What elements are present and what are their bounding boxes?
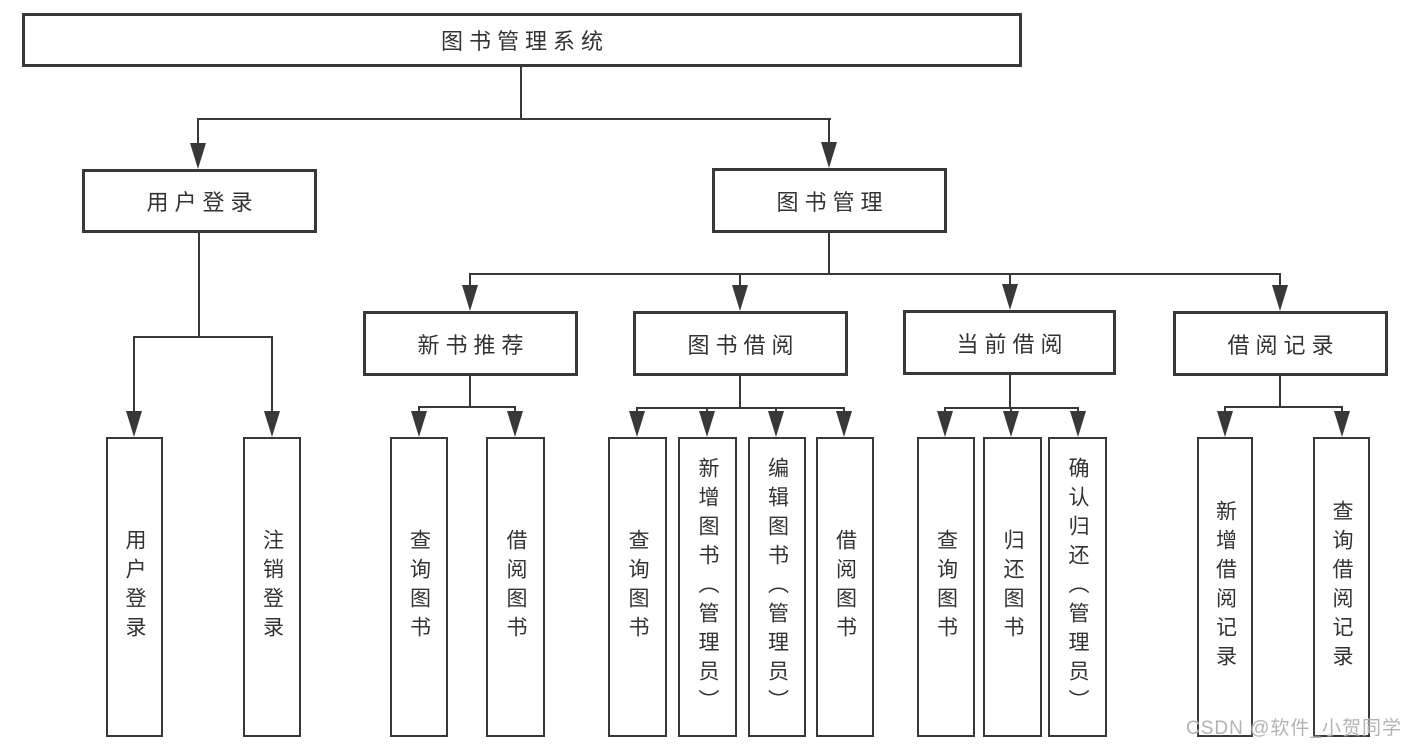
arrow-to-new-book xyxy=(462,285,478,311)
connector-root-branch xyxy=(198,118,831,120)
arrow-to-current-borrowing xyxy=(1002,284,1018,310)
arrow-br-leaf1 xyxy=(1217,411,1233,437)
connector-book-management-stem xyxy=(828,233,830,274)
arrow-nb-leaf2 xyxy=(507,411,523,437)
connector-to-borrowing-records xyxy=(1279,273,1281,287)
connector-bb-leaf2 xyxy=(706,407,708,413)
connector-cb-leaf1 xyxy=(944,407,946,413)
arrow-to-book-borrowing xyxy=(732,285,748,311)
leaf-borrow-books-label: 借阅图书 xyxy=(833,529,857,645)
arrow-to-user-login xyxy=(190,143,206,169)
leaf-borrow-books: 借阅图书 xyxy=(816,437,874,737)
connector-borrowing-records-stem xyxy=(1279,376,1281,407)
leaf-add-borrow-record-label: 新增借阅记录 xyxy=(1213,500,1237,674)
node-current-borrowing: 当前借阅 xyxy=(903,310,1116,375)
connector-new-book-stem xyxy=(469,376,471,407)
arrow-bb-leaf2 xyxy=(699,411,715,437)
leaf-user-login-label: 用户登录 xyxy=(123,529,146,645)
arrow-br-leaf2 xyxy=(1334,411,1350,437)
leaf-edit-books-admin: 编辑图书（管理员） xyxy=(748,437,806,737)
leaf-query-borrow-record: 查询借阅记录 xyxy=(1313,437,1370,737)
node-new-book-recommend-label: 新书推荐 xyxy=(417,332,530,358)
leaf-borrow-books-recommend-label: 借阅图书 xyxy=(504,529,527,645)
arrow-to-leaf-logout xyxy=(264,411,280,437)
leaf-query-books-recommend: 查询图书 xyxy=(390,437,448,737)
connector-bb-leaf3 xyxy=(775,407,777,413)
node-borrowing-records-label: 借阅记录 xyxy=(1227,332,1340,358)
leaf-logout-label: 注销登录 xyxy=(260,529,284,645)
node-library-system-label: 图书管理系统 xyxy=(440,29,609,54)
connector-br-leaf2 xyxy=(1341,406,1343,413)
connector-to-current-borrowing xyxy=(1009,273,1011,286)
leaf-add-borrow-record: 新增借阅记录 xyxy=(1197,437,1253,737)
connector-cb-leaf2 xyxy=(1010,407,1012,413)
connector-to-leaf-logout xyxy=(271,336,273,413)
leaf-query-books-current-label: 查询图书 xyxy=(934,529,958,645)
leaf-add-books-admin: 新增图书（管理员） xyxy=(678,437,737,737)
leaf-return-books: 归还图书 xyxy=(983,437,1042,737)
leaf-return-books-label: 归还图书 xyxy=(1001,529,1024,645)
connector-bb-leaf4 xyxy=(843,407,845,413)
connector-to-leaf-login xyxy=(133,336,135,413)
arrow-cb-leaf1 xyxy=(937,411,953,437)
node-book-borrowing-label: 图书借阅 xyxy=(687,332,800,358)
node-book-management: 图书管理 xyxy=(712,168,947,233)
connector-nb-leaf2 xyxy=(514,406,516,413)
connector-user-login-branch xyxy=(134,336,273,338)
connector-bb-leaf1 xyxy=(636,407,638,413)
connector-to-book-management xyxy=(828,118,830,144)
arrow-to-leaf-login xyxy=(126,411,142,437)
leaf-confirm-return-admin-label: 确认归还（管理员） xyxy=(1066,456,1089,718)
connector-book-management-branch xyxy=(470,273,1281,275)
node-book-management-label: 图书管理 xyxy=(776,189,889,215)
connector-borrowing-records-branch xyxy=(1225,406,1343,408)
connector-book-borrowing-stem xyxy=(739,376,741,408)
arrow-bb-leaf3 xyxy=(768,411,784,437)
node-user-login-label: 用户登录 xyxy=(146,190,259,215)
arrow-nb-leaf1 xyxy=(411,411,427,437)
leaf-borrow-books-recommend: 借阅图书 xyxy=(486,437,545,737)
connector-to-user-login xyxy=(197,118,199,145)
connector-root-stem xyxy=(520,67,522,119)
leaf-confirm-return-admin: 确认归还（管理员） xyxy=(1048,437,1107,737)
node-borrowing-records: 借阅记录 xyxy=(1173,311,1388,376)
connector-current-borrowing-stem xyxy=(1009,375,1011,408)
leaf-query-books-recommend-label: 查询图书 xyxy=(407,529,431,645)
connector-to-book-borrowing xyxy=(739,273,741,287)
arrow-bb-leaf1 xyxy=(629,411,645,437)
node-book-borrowing: 图书借阅 xyxy=(633,311,848,376)
arrow-to-borrowing-records xyxy=(1272,285,1288,311)
arrow-to-book-management xyxy=(821,142,837,168)
leaf-query-books-current: 查询图书 xyxy=(917,437,975,737)
arrow-cb-leaf2 xyxy=(1003,411,1019,437)
leaf-user-login: 用户登录 xyxy=(106,437,163,737)
connector-user-login-stem xyxy=(198,233,200,337)
node-library-system: 图书管理系统 xyxy=(22,13,1022,67)
leaf-query-borrow-record-label: 查询借阅记录 xyxy=(1330,500,1353,674)
connector-to-new-book xyxy=(469,273,471,287)
leaf-logout: 注销登录 xyxy=(243,437,301,737)
connector-cb-leaf3 xyxy=(1077,407,1079,413)
csdn-watermark: CSDN @软件_小贺同学 xyxy=(1186,718,1402,739)
arrow-bb-leaf4 xyxy=(836,411,852,437)
connector-new-book-branch xyxy=(419,406,516,408)
node-current-borrowing-label: 当前借阅 xyxy=(956,331,1069,357)
connector-nb-leaf1 xyxy=(418,406,420,413)
leaf-add-books-admin-label: 新增图书（管理员） xyxy=(696,456,719,718)
arrow-cb-leaf3 xyxy=(1070,411,1086,437)
leaf-edit-books-admin-label: 编辑图书（管理员） xyxy=(765,456,789,718)
leaf-query-books-borrowing-label: 查询图书 xyxy=(626,529,649,645)
node-user-login: 用户登录 xyxy=(82,169,317,233)
leaf-query-books-borrowing: 查询图书 xyxy=(608,437,667,737)
connector-br-leaf1 xyxy=(1224,406,1226,413)
connector-current-borrowing-branch xyxy=(945,407,1079,409)
node-new-book-recommend: 新书推荐 xyxy=(363,311,578,376)
connector-book-borrowing-branch xyxy=(637,407,845,409)
